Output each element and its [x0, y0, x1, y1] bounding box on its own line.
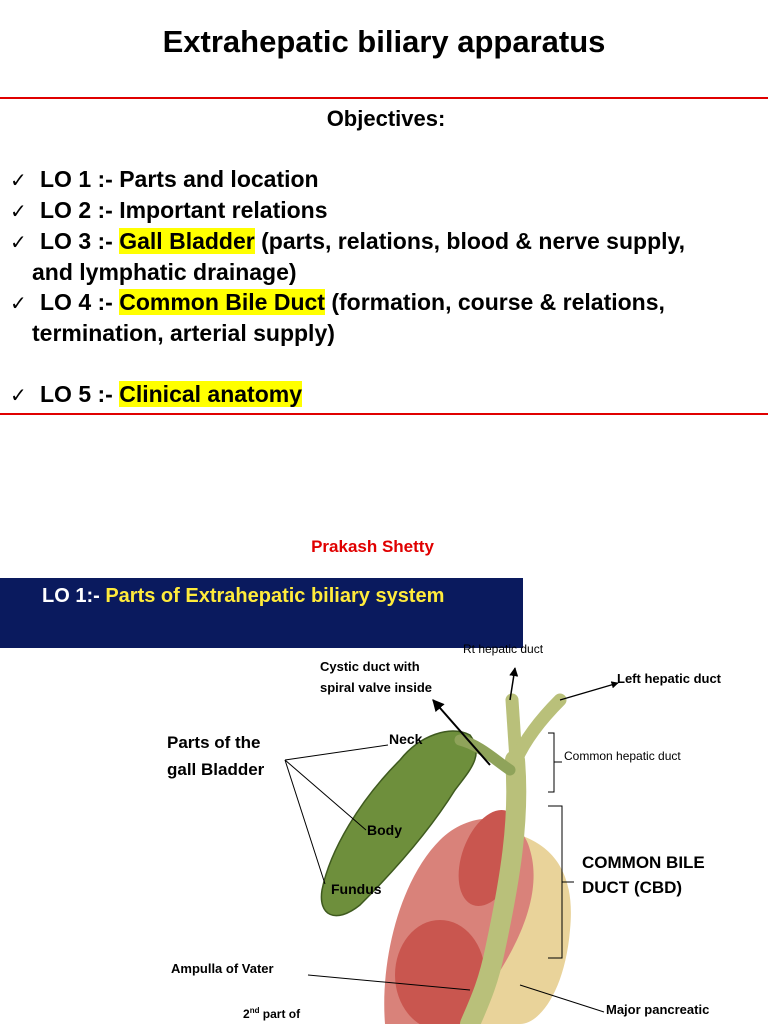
banner-highlight: Parts of Extrahepatic biliary system	[105, 585, 445, 607]
gallbladder-shape	[320, 730, 477, 917]
banner-title: LO 1:- Parts of Extrahepatic biliary sys…	[42, 585, 444, 608]
objective-lo1: ✓ LO 1 :- Parts and location	[10, 166, 319, 193]
objective-lo5: ✓ LO 5 :- Clinical anatomy	[10, 381, 303, 408]
lo2-text: LO 2 :- Important relations	[40, 197, 328, 223]
ampulla-of-vater-label: Ampulla of Vater	[171, 961, 274, 976]
check-icon: ✓	[10, 170, 27, 192]
parts-gallbladder-label-line1: Parts of the	[167, 733, 261, 752]
rt-hepatic-duct-label: Rt hepatic duct	[463, 642, 544, 656]
slide-title: Extrahepatic biliary apparatus	[162, 24, 606, 59]
cystic-duct-label-line2: spiral valve inside	[320, 680, 433, 695]
body-label: Body	[367, 822, 402, 838]
section-banner	[0, 578, 523, 648]
neck-label: Neck	[389, 731, 423, 747]
lo5-highlight: Clinical anatomy	[119, 381, 303, 407]
objectives-box	[0, 97, 768, 415]
cystic-duct-label-line1: Cystic duct with	[320, 659, 420, 674]
banner-prefix: LO 1:-	[42, 585, 100, 607]
fundus-label: Fundus	[331, 881, 382, 897]
left-hepatic-duct	[509, 693, 567, 767]
lo4-continuation: termination, arterial supply)	[32, 320, 335, 346]
left-hepatic-duct-label: Left hepatic duct	[617, 671, 722, 686]
lo3-continuation: and lymphatic drainage)	[32, 259, 297, 285]
author-name: Prakash Shetty	[311, 537, 434, 556]
objective-lo4: ✓ LO 4 :- Common Bile Duct (formation, co…	[10, 289, 665, 316]
common-hepatic-duct-label: Common hepatic duct	[564, 749, 681, 763]
major-pancreatic-label: Major pancreatic	[606, 1002, 710, 1017]
second-part-duodenum-label: 2nd part of	[243, 1006, 301, 1021]
objective-lo3: ✓ LO 3 :- Gall Bladder (parts, relations,…	[10, 228, 685, 255]
check-icon: ✓	[10, 201, 27, 223]
objectives-heading: Objectives:	[326, 106, 446, 131]
common-bile-duct	[460, 750, 527, 1024]
objective-lo2: ✓ LO 2 :- Important relations	[10, 197, 328, 224]
lo5-prefix: LO 5 :-	[40, 381, 113, 407]
check-icon: ✓	[10, 293, 27, 315]
lo3-prefix: LO 3 :-	[40, 228, 113, 254]
duodenum-lumen-lower	[395, 920, 485, 1024]
check-icon: ✓	[10, 385, 27, 407]
biliary-anatomy-figure	[284, 667, 619, 1024]
parts-gallbladder-label-line2: gall Bladder	[167, 760, 265, 779]
cbd-label-line2: DUCT (CBD)	[582, 878, 683, 897]
lo4-rest: (formation, course & relations,	[331, 289, 665, 315]
lo1-text: LO 1 :- Parts and location	[40, 166, 319, 192]
lo4-prefix: LO 4 :-	[40, 289, 113, 315]
lo3-rest: (parts, relations, blood & nerve supply,	[261, 228, 685, 254]
cbd-label-line1: COMMON BILE	[582, 853, 705, 872]
cystic-duct	[454, 734, 516, 776]
lo4-highlight: Common Bile Duct	[119, 289, 325, 315]
lo3-highlight: Gall Bladder	[119, 228, 255, 254]
check-icon: ✓	[10, 232, 27, 254]
